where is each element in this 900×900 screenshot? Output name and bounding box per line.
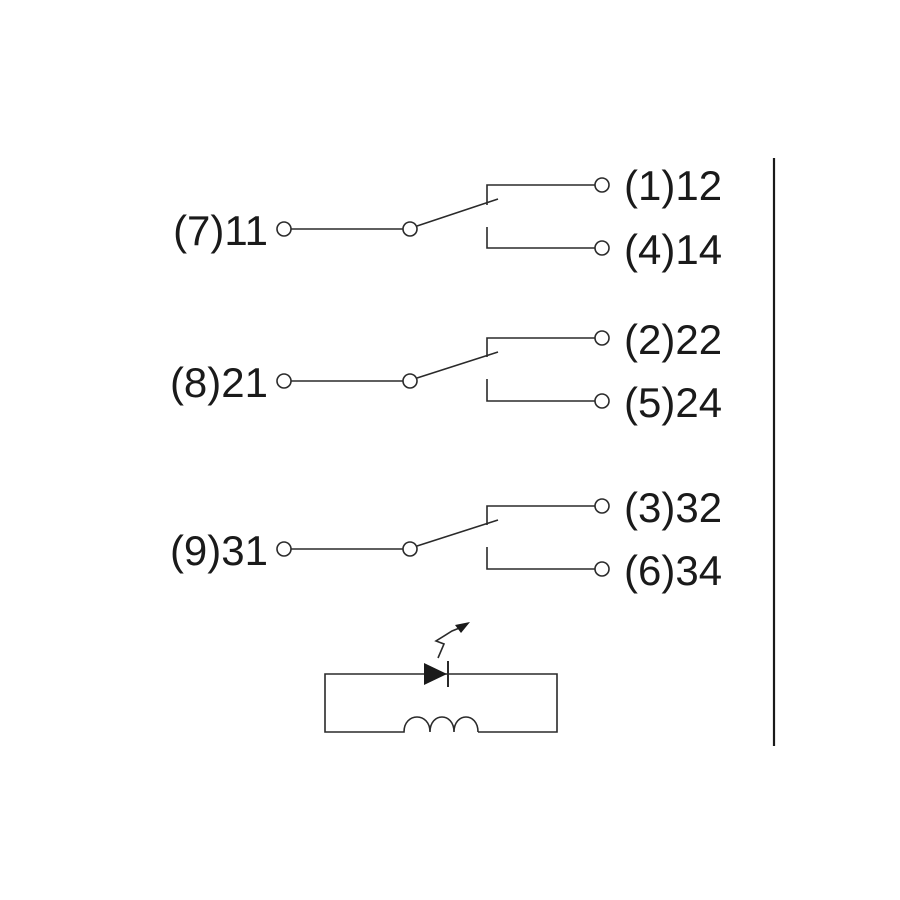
pole-1-common-label: (7)11 [173, 207, 268, 254]
pole-1-nc-terminal [594, 177, 610, 193]
pole-2-pivot-terminal [402, 373, 418, 389]
light-emission-arrowhead [455, 622, 470, 633]
pole-2-no-wire [486, 379, 595, 402]
pole-2-nc-wire [486, 337, 595, 357]
pole-1-nc-wire [486, 184, 595, 205]
pole-1-no-wire [486, 227, 595, 249]
pole-3: (9)31 (3)32 (6)34 [170, 484, 722, 594]
pole-2-switch-blade [416, 351, 499, 379]
pole-1-nc-label: (1)12 [624, 162, 722, 209]
pole-3-nc-terminal [594, 498, 610, 514]
pole-1-no-label: (4)14 [624, 226, 722, 273]
pole-3-no-wire [486, 547, 595, 570]
led-icon [424, 663, 447, 685]
pole-1-pivot-terminal [402, 221, 418, 237]
pole-3-common-terminal [276, 541, 292, 557]
pole-3-no-label: (6)34 [624, 547, 722, 594]
pole-1: (7)11 (1)12 (4)14 [173, 162, 722, 273]
pole-2-no-label: (5)24 [624, 379, 722, 426]
pole-2-no-terminal [594, 393, 610, 409]
pole-2-nc-terminal [594, 330, 610, 346]
pole-1-common-terminal [276, 221, 292, 237]
pole-3-pivot-terminal [402, 541, 418, 557]
pole-3-switch-blade [416, 519, 499, 547]
coil-inductor-icon [400, 716, 479, 733]
pole-3-nc-wire [486, 505, 595, 525]
pole-1-switch-blade [416, 198, 499, 227]
coil-circuit [324, 622, 558, 733]
pole-3-common-label: (9)31 [170, 527, 268, 574]
pole-3-nc-label: (3)32 [624, 484, 722, 531]
pole-1-no-terminal [594, 240, 610, 256]
pole-2-common-terminal [276, 373, 292, 389]
pole-2: (8)21 (2)22 (5)24 [170, 316, 722, 426]
coil-loop-wire [324, 673, 558, 733]
pole-2-common-label: (8)21 [170, 359, 268, 406]
pole-3-no-terminal [594, 561, 610, 577]
light-emission-arrow-icon [434, 626, 463, 659]
pole-2-nc-label: (2)22 [624, 316, 722, 363]
